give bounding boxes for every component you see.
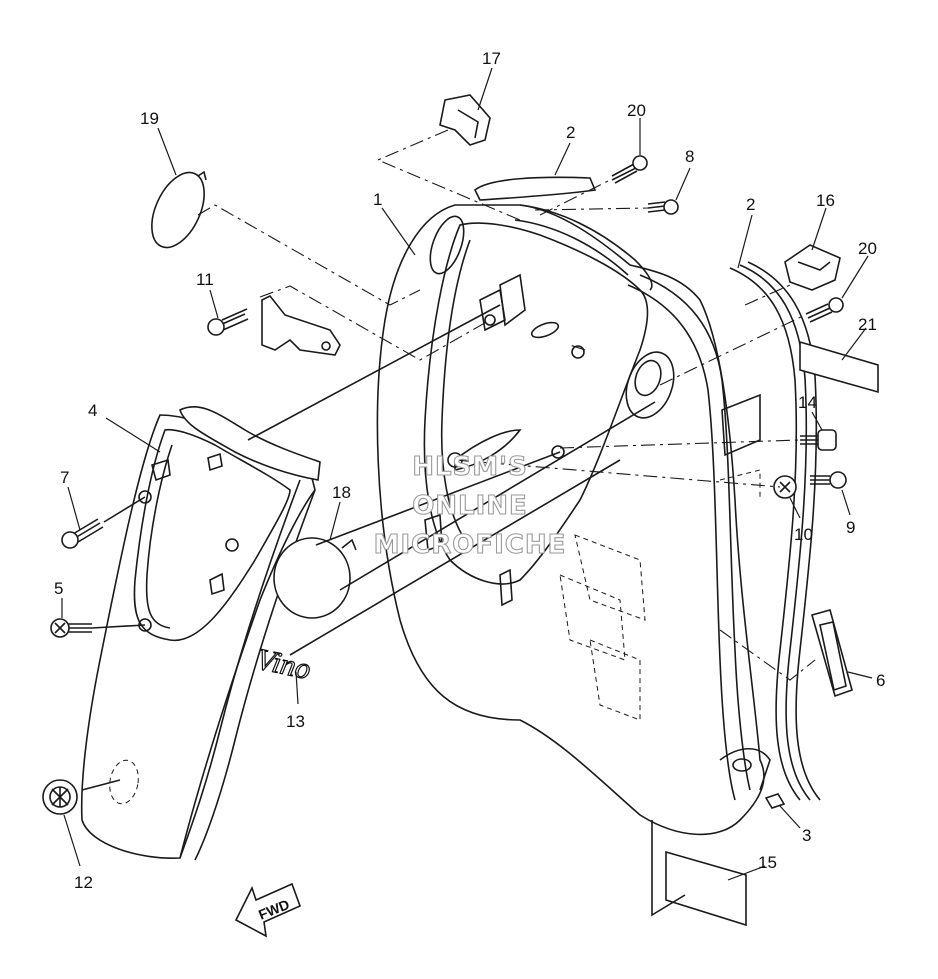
front-panel xyxy=(80,405,321,861)
callout-16: 16 xyxy=(816,191,835,210)
callout-8: 8 xyxy=(685,147,694,166)
callout-7: 7 xyxy=(60,468,69,487)
weatherstrip-right xyxy=(729,261,821,801)
watermark-line1: HLSM'S xyxy=(412,452,528,482)
callout-15: 15 xyxy=(758,853,777,872)
bracket-11 xyxy=(261,294,341,356)
callout-9: 9 xyxy=(846,518,855,537)
callout-20b: 20 xyxy=(858,239,877,258)
cap-19 xyxy=(151,170,207,249)
label-15 xyxy=(665,850,747,927)
watermark-line2: ONLINE xyxy=(412,491,528,521)
callout-1: 1 xyxy=(373,190,382,209)
callout-19: 19 xyxy=(140,109,159,128)
callout-10: 10 xyxy=(794,525,813,544)
bolt-14 xyxy=(800,429,837,451)
watermark-line3: MICROFICHE xyxy=(374,530,567,560)
callout-17: 17 xyxy=(482,49,501,68)
assembly-lines xyxy=(81,129,816,917)
callout-21: 21 xyxy=(858,315,877,334)
screw-8 xyxy=(647,199,679,215)
callouts: 1 2 2 3 4 5 6 7 8 9 10 11 12 xyxy=(54,49,885,892)
emblem-text: Vino xyxy=(254,643,314,687)
callout-6: 6 xyxy=(876,671,885,690)
inner-leg-shield xyxy=(376,204,771,836)
screw-9 xyxy=(810,471,847,489)
callout-20a: 20 xyxy=(627,101,646,120)
bolt-5 xyxy=(50,618,92,638)
washer-10 xyxy=(773,475,797,499)
pad-6 xyxy=(811,609,853,698)
callout-2a: 2 xyxy=(566,123,575,142)
label-21 xyxy=(799,340,879,394)
weatherstrip-top xyxy=(473,176,597,201)
cap-18 xyxy=(273,537,357,619)
callout-12: 12 xyxy=(74,873,93,892)
screw-11 xyxy=(207,308,249,336)
callout-14: 14 xyxy=(798,393,817,412)
clip-16 xyxy=(784,244,841,291)
nut-3 xyxy=(764,793,786,809)
screw-20-top xyxy=(611,155,648,184)
callout-13: 13 xyxy=(286,712,305,731)
screw-7 xyxy=(61,518,104,549)
clip-17 xyxy=(439,94,491,146)
watermark: HLSM'S ONLINE MICROFICHE xyxy=(373,451,567,560)
fwd-arrow: FWD xyxy=(234,882,302,938)
callout-5: 5 xyxy=(54,579,63,598)
callout-11: 11 xyxy=(196,270,214,289)
emblem-13: Vino xyxy=(253,642,314,687)
callout-3: 3 xyxy=(802,826,811,845)
callout-18: 18 xyxy=(332,483,351,502)
emblem-12 xyxy=(42,779,78,815)
callout-4: 4 xyxy=(88,401,97,420)
callout-2b: 2 xyxy=(746,195,755,214)
screw-20-right xyxy=(805,297,844,323)
